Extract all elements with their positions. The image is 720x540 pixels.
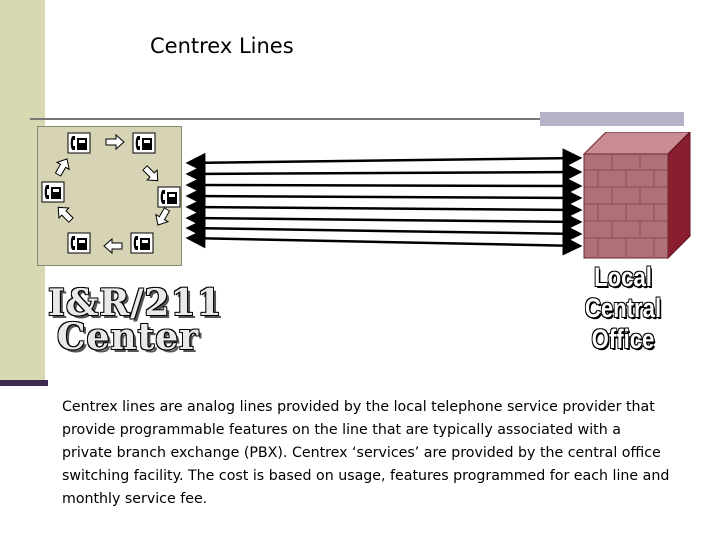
left-decor-accent <box>0 380 48 386</box>
connection-line <box>185 208 583 232</box>
office-label-line1: Local <box>594 262 652 292</box>
connection-line <box>185 148 583 173</box>
slide-title: Centrex Lines <box>150 34 294 58</box>
title-rule-accent <box>540 112 684 126</box>
connection-line <box>185 228 583 256</box>
center-label-line2: Center <box>56 316 200 358</box>
office-label-line2: Central Office <box>584 293 662 354</box>
phone-cluster-panel <box>37 126 182 266</box>
center-label-line1: I&R/211 <box>48 282 223 324</box>
connection-line <box>185 218 583 244</box>
connection-line <box>185 197 583 220</box>
central-office-label: Local Central Office <box>562 262 685 355</box>
central-office-building <box>582 132 691 260</box>
description-paragraph: Centrex lines are analog lines provided … <box>62 399 670 507</box>
connection-line <box>185 175 583 196</box>
title-rule <box>30 118 545 120</box>
connection-line <box>185 186 583 208</box>
connection-line <box>185 162 583 184</box>
ir211-center-label: I&R/211 Center <box>48 282 223 358</box>
